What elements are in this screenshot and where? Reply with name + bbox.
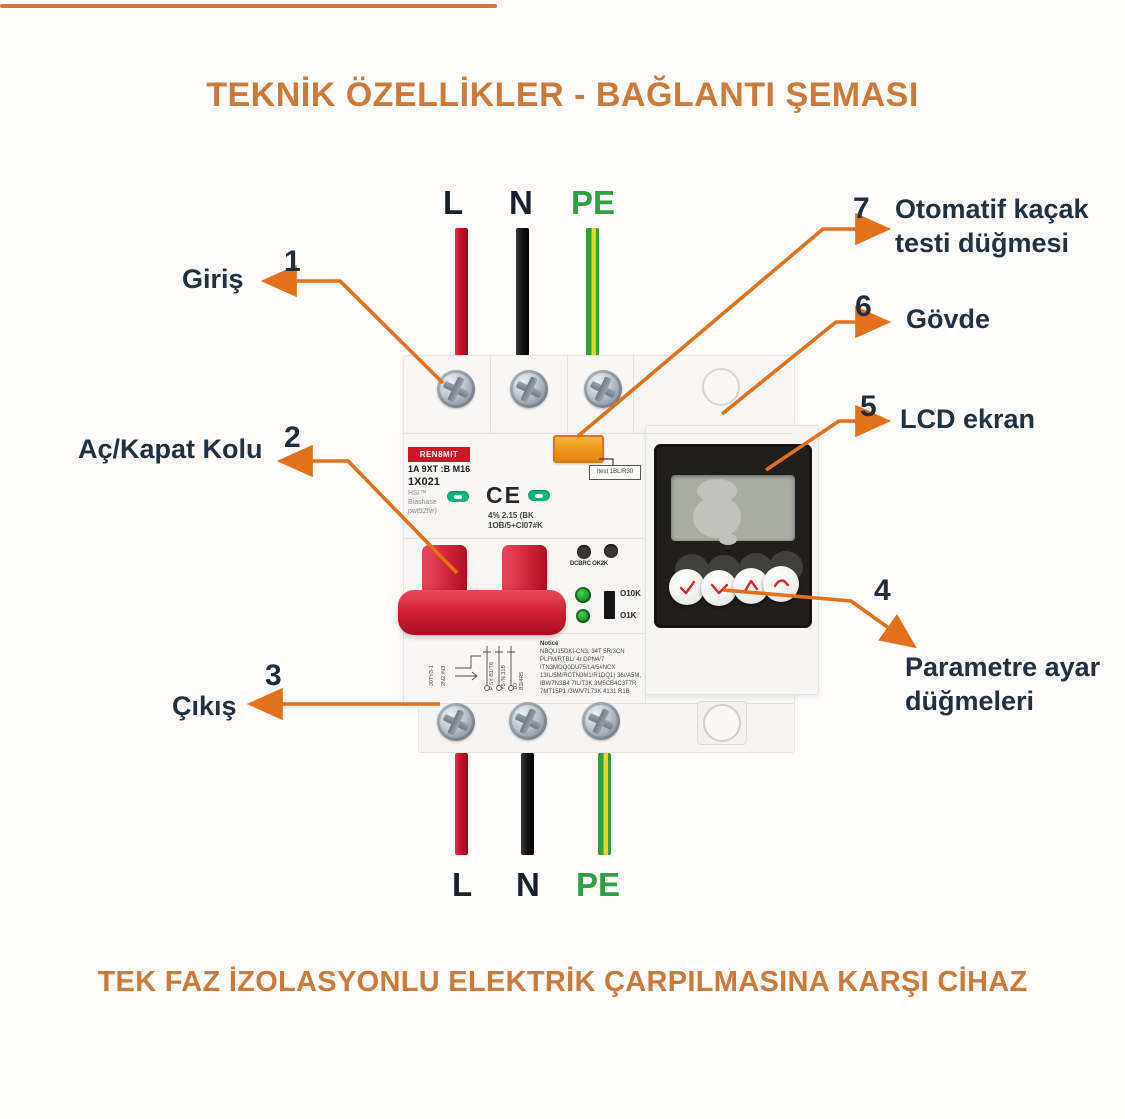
terminal-screw-top-l <box>437 370 475 408</box>
callout-label-ac-kapat: Aç/Kapat Kolu <box>78 434 263 464</box>
top-accent-line <box>0 4 497 8</box>
brand-label: REN8MIT <box>408 447 470 462</box>
callout-label-cikis: Çıkış <box>172 691 237 721</box>
spec-line: 1OB/5+CI07#K <box>488 521 543 530</box>
check-icon <box>669 569 705 605</box>
callout-label-lcd: LCD ekran <box>900 404 1036 434</box>
wire-label-pe-bottom: PE <box>576 866 621 903</box>
terminal-screw-bottom-pe <box>582 702 620 740</box>
param-button-1 <box>668 552 712 606</box>
lever-prong-right <box>502 545 547 597</box>
micro-line: Biashase <box>408 499 437 506</box>
terminal-screw-top-n <box>510 370 548 408</box>
callout-num-3: 3 <box>265 659 282 692</box>
indicator-dot-1 <box>577 545 591 559</box>
wire-live-bottom <box>455 753 468 855</box>
callout-label-test: Otomatif kaçak testi düğmesi <box>895 194 1089 258</box>
selector-slider <box>604 591 615 619</box>
spec-text: 4% 2.15 (BK 1OB/5+CI07#K <box>488 511 543 531</box>
wire-label-n-top: N <box>509 184 533 221</box>
page-title: TEKNİK ÖZELLİKLER - BAĞLANTI ŞEMASI <box>206 76 919 114</box>
spec-line: 4% 2.15 (BK <box>488 511 534 520</box>
wire-label-l-top: L <box>443 184 464 221</box>
wire-label-pe-top: PE <box>571 184 616 221</box>
seam <box>403 433 793 434</box>
callout-num-7: 7 <box>853 192 870 225</box>
model-text-2: 1X021 <box>408 476 440 488</box>
wire-neutral-bottom <box>521 753 534 855</box>
footer-caption: TEK FAZ İZOLASYONLU ELEKTRİK ÇARPILMASIN… <box>97 966 1028 998</box>
param-button-4 <box>762 549 806 603</box>
callout-num-2: 2 <box>284 421 301 454</box>
back-arrow-icon <box>763 566 799 602</box>
on-off-lever <box>398 590 566 635</box>
callout-label-govde: Gövde <box>906 304 991 334</box>
micro-text-block: HSI™ Biashase pwt92fvr) <box>408 489 453 516</box>
lcd-ghost-graphic <box>719 534 737 545</box>
callout-num-4: 4 <box>874 574 891 607</box>
notice-title: Notice <box>540 641 559 647</box>
callout-label-giris: Giriş <box>182 264 244 294</box>
callout-num-1: 1 <box>284 245 301 278</box>
seam <box>633 355 634 433</box>
leak-test-button <box>553 435 604 463</box>
seam <box>403 538 645 539</box>
test-label-box: Itest 1BL/R30 <box>589 465 641 480</box>
wire-earth-top <box>586 228 599 356</box>
ce-mark: CE <box>486 482 522 508</box>
terminal-screw-top-pe <box>584 370 622 408</box>
callout-num-6: 6 <box>855 290 872 323</box>
wire-earth-bottom <box>598 753 611 855</box>
micro-line: pwt92fvr) <box>408 508 437 515</box>
seam <box>490 355 491 433</box>
notice-text-block: Notice NBQU15DKI-CN3, 34T 5R/3CN PLFM/RT… <box>540 640 643 696</box>
schematic-lines <box>455 646 515 691</box>
green-led-1 <box>575 587 591 603</box>
wiring-schematic: J0TY3-1 2N2 /N3 P 5Y B1/T8 Y5 /N 31B 1O … <box>425 638 533 702</box>
knockout-square-bottom <box>697 701 747 745</box>
terminal-screw-bottom-n <box>509 702 547 740</box>
lcd-ghost-graphic <box>693 496 741 538</box>
green-indicator-pill-1 <box>447 491 469 502</box>
green-indicator-pill-2 <box>528 490 550 501</box>
callout-label-parametre: Parametre ayar düğmeleri <box>905 652 1101 716</box>
wire-label-n-bottom: N <box>516 866 540 903</box>
indicator-caption: DCBRC OK2K <box>570 561 609 567</box>
terminal-screw-bottom-l <box>437 703 475 741</box>
wire-live-top <box>455 228 468 356</box>
seam <box>567 355 568 433</box>
model-text-1: 1A 9XT :B M16 <box>408 464 471 474</box>
seam <box>645 433 646 703</box>
led-caption-2: O1K <box>620 611 637 620</box>
notice-body: NBQU15DKI-CN3, 34T 5R/3CN PLFM/RTBL/ 4r … <box>540 649 642 695</box>
knockout-circle-top <box>702 368 740 406</box>
wire-label-l-bottom: L <box>452 866 473 903</box>
led-caption-1: O10K <box>620 589 641 598</box>
green-led-2 <box>576 609 590 623</box>
knockout-circle-bottom <box>703 704 741 742</box>
wire-neutral-top <box>516 228 529 356</box>
callout-num-5: 5 <box>860 390 877 423</box>
indicator-dot-2 <box>604 544 618 558</box>
